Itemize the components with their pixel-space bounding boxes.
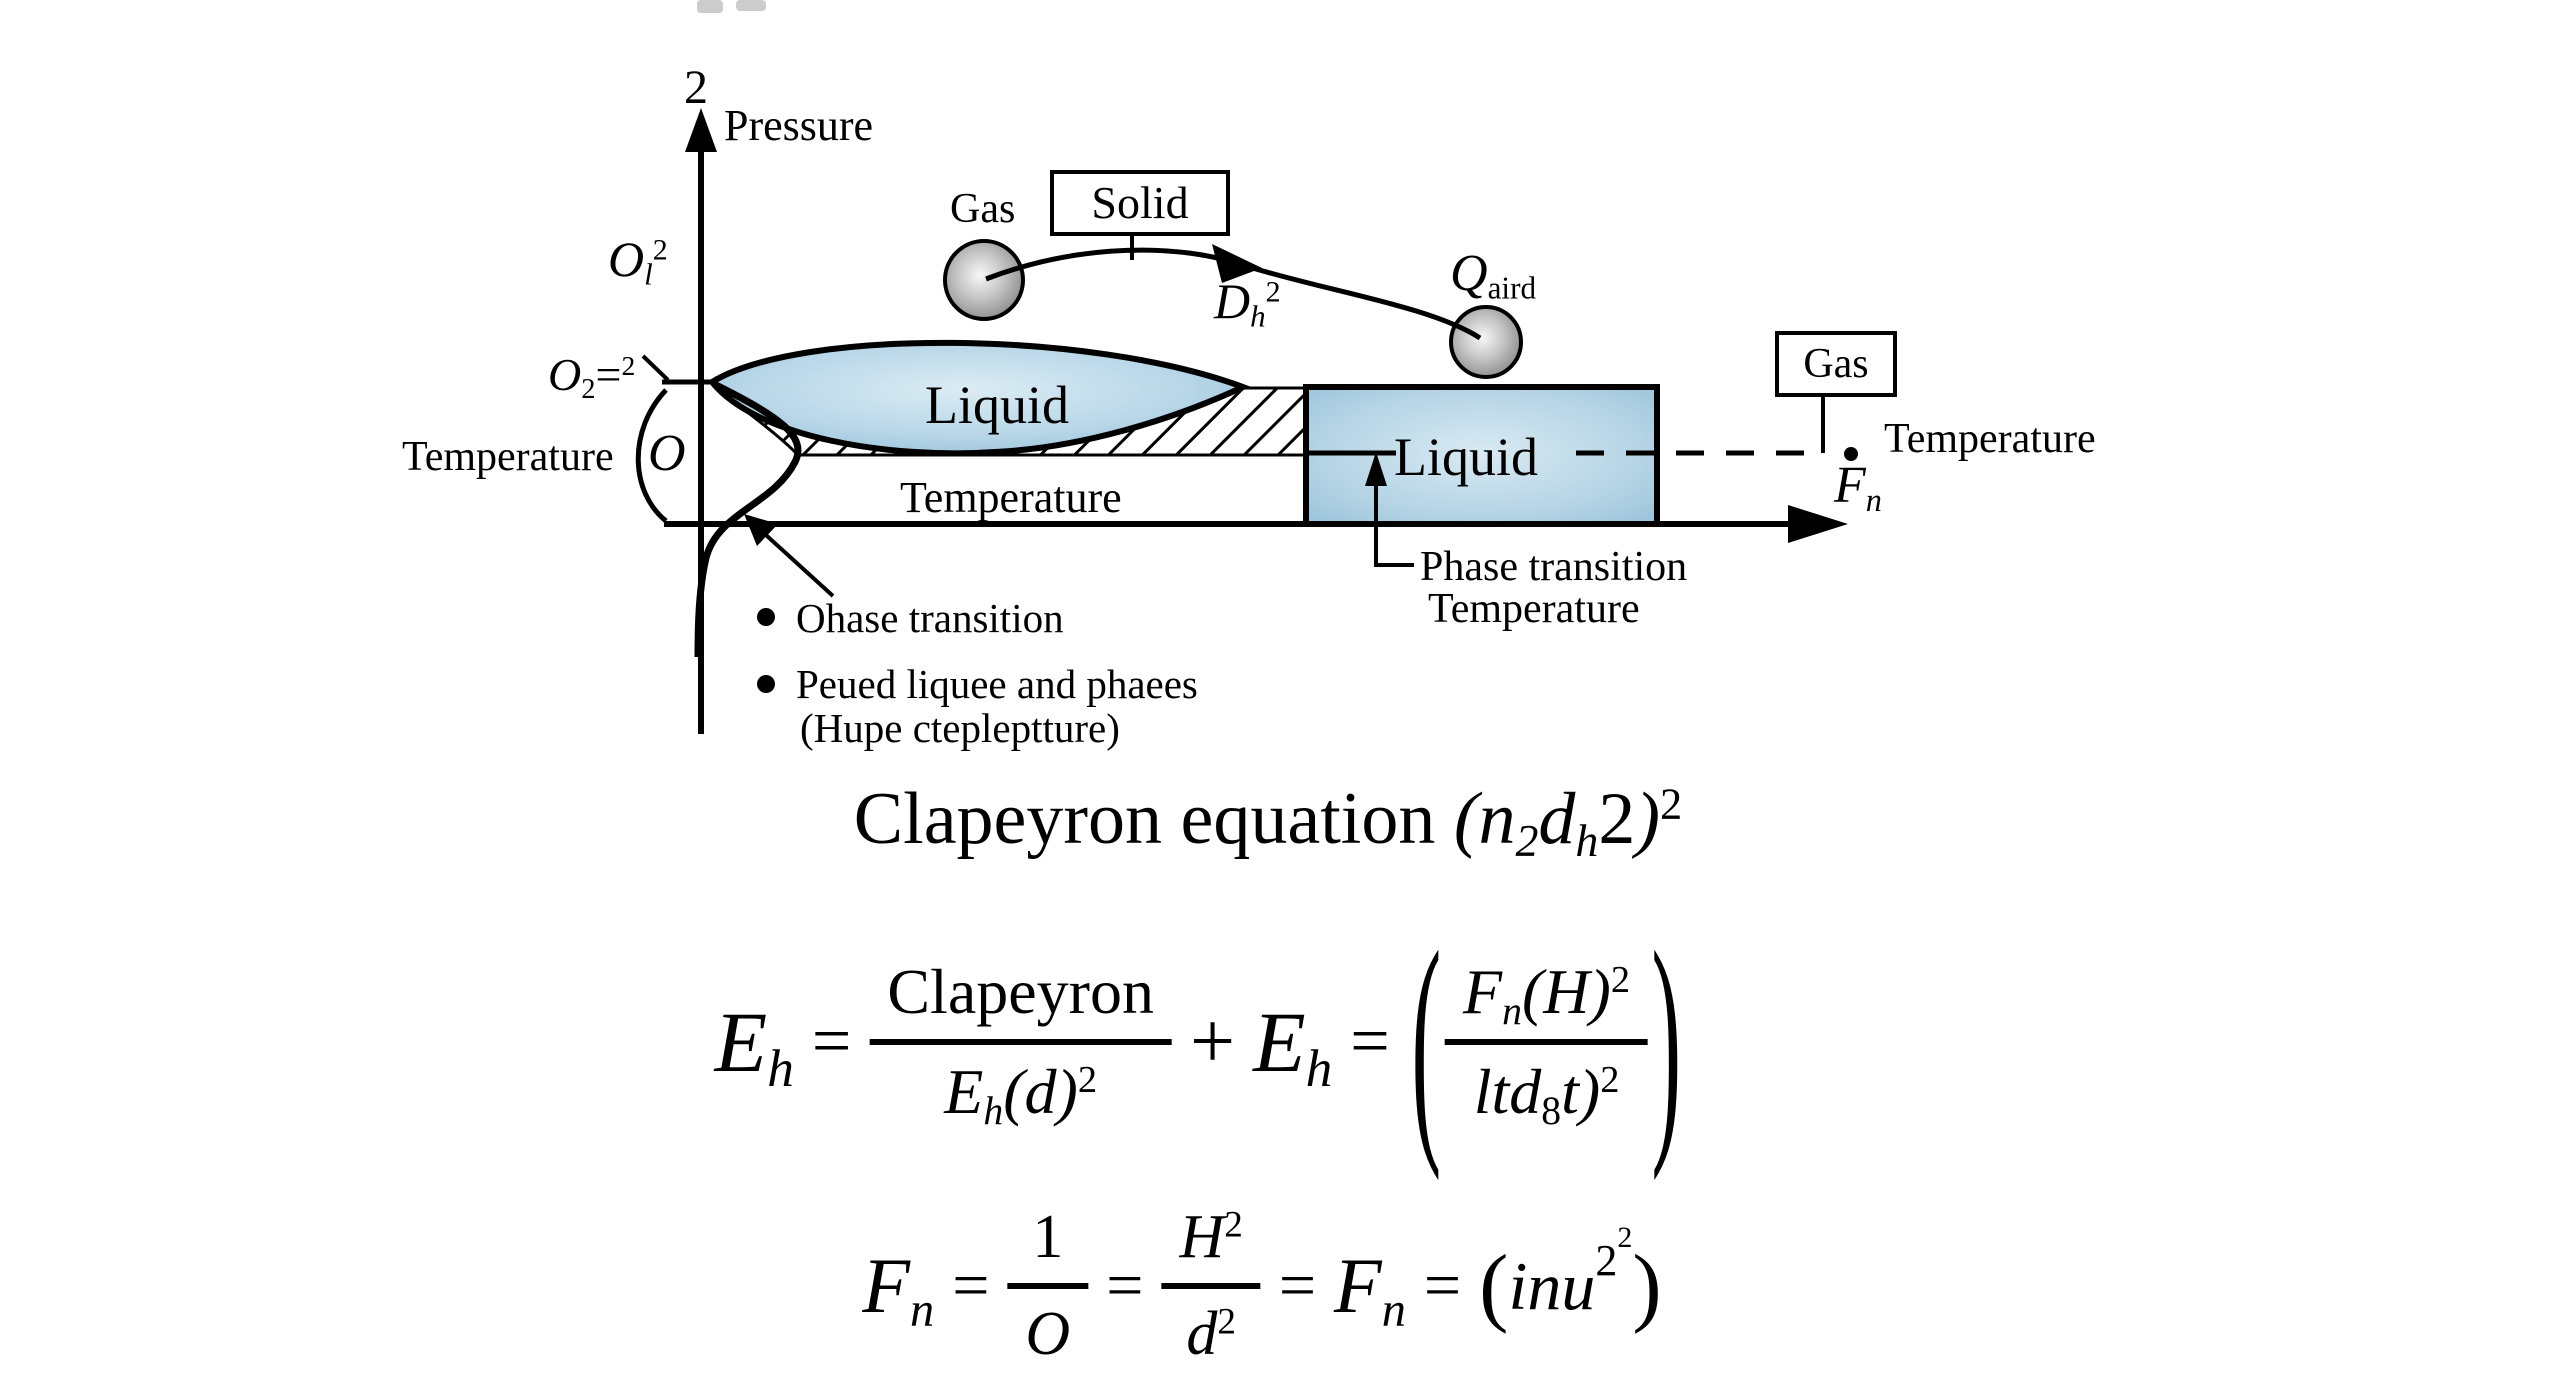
temperature-band-label: Temperature [900, 473, 1122, 522]
eq1-fraction-1: Clapeyron Eh(d)2 [869, 953, 1172, 1131]
eq1-plus: + [1189, 997, 1236, 1086]
phase-boundary-curve [694, 380, 802, 658]
eq2-tail: (inu22) [1479, 1220, 1662, 1335]
bullet-pointer-arrowhead [744, 514, 778, 546]
temperature-axis-arrowhead [1788, 505, 1848, 543]
bullet-item-1: Ohase transition [796, 595, 1064, 641]
axis-top-tick-label: 2 [684, 61, 708, 114]
top-edge-artifact-2 [736, 0, 766, 11]
eq2-fn-2: Fn [1334, 1242, 1406, 1337]
temperature-right-label: Temperature [1884, 416, 2096, 462]
solid-box-frame [1050, 170, 1230, 236]
dh-marker: Dh2 [1214, 273, 1281, 334]
eq1-close-paren: ) [1651, 900, 1682, 1182]
eq2-equals-4: = [1423, 1249, 1462, 1322]
eq2-fraction-2: H2 d2 [1161, 1200, 1261, 1372]
bullet-item-2: Peued liquee and phaees [796, 661, 1198, 707]
bullet2-dot [757, 675, 775, 693]
eq2-equals-1: = [952, 1249, 990, 1322]
transition-arc-arrowhead [1212, 244, 1262, 283]
temperature-left-label: Temperature [402, 434, 614, 480]
eq2-equals-3: = [1278, 1249, 1317, 1322]
lens-liquid-label: Liquid [925, 375, 1069, 435]
gas-box-label: Gas [1803, 341, 1869, 387]
figure-title: Clapeyron equation (n2dh2)2 [853, 778, 1683, 866]
solid-box-label: Solid [1091, 177, 1189, 228]
eq1-open-paren: ( [1411, 900, 1442, 1182]
eq2-fraction-1: 1 O [1007, 1200, 1089, 1372]
eq1-lhs-2: Eh [1253, 994, 1333, 1098]
bullet-pointer-shaft [754, 524, 835, 598]
eq1-equals-1: = [811, 1003, 852, 1080]
qaird-marker: Qaird [1450, 245, 1537, 306]
equation-1: Eh = Clapeyron Eh(d)2 + Eh = ( Fn(H)2 lt… [714, 914, 1686, 1168]
eq1-fraction-2: Fn(H)2 ltd8t)2 [1445, 953, 1649, 1131]
phase-note-elbow [1374, 464, 1414, 567]
top-edge-artifact-1 [697, 0, 723, 13]
equation-2: Fn = 1 O = H2 d2 = Fn = (inu22) [862, 1200, 1661, 1372]
eq2-fn-1: Fn [862, 1242, 935, 1337]
pressure-axis-arrowhead [685, 108, 717, 152]
temperature-point-dot [1844, 447, 1858, 461]
rect-liquid-label: Liquid [1394, 427, 1538, 487]
gas-box-frame [1775, 331, 1897, 397]
bullet1-dot [757, 608, 775, 626]
liquid-lens [707, 339, 1251, 457]
eq1-equals-2: = [1350, 1003, 1390, 1080]
origin-paren-curve [635, 388, 668, 523]
phase-note-line2: Temperature [1428, 586, 1640, 632]
gas-sphere [943, 239, 1025, 321]
gas-sphere-label: Gas [950, 186, 1016, 232]
eq1-lhs: Eh [714, 994, 794, 1098]
phase-note-arrowhead [1365, 452, 1387, 486]
fn-marker: Fn [1834, 457, 1882, 519]
o2-marker: O2=2 [548, 349, 636, 405]
eq2-equals-2: = [1106, 1249, 1144, 1322]
title-text: Clapeyron equation [853, 778, 1454, 860]
phase-note-line1: Phase transition [1420, 544, 1688, 590]
origin-label: O [648, 425, 686, 482]
qaird-sphere [1449, 305, 1523, 379]
bullet-item-2-cont: (Hupe ctepleptture) [800, 705, 1120, 751]
o1-marker: Ol2 [608, 231, 668, 292]
o2-pointer-line [641, 354, 670, 382]
pressure-axis-label: Pressure [724, 101, 874, 150]
